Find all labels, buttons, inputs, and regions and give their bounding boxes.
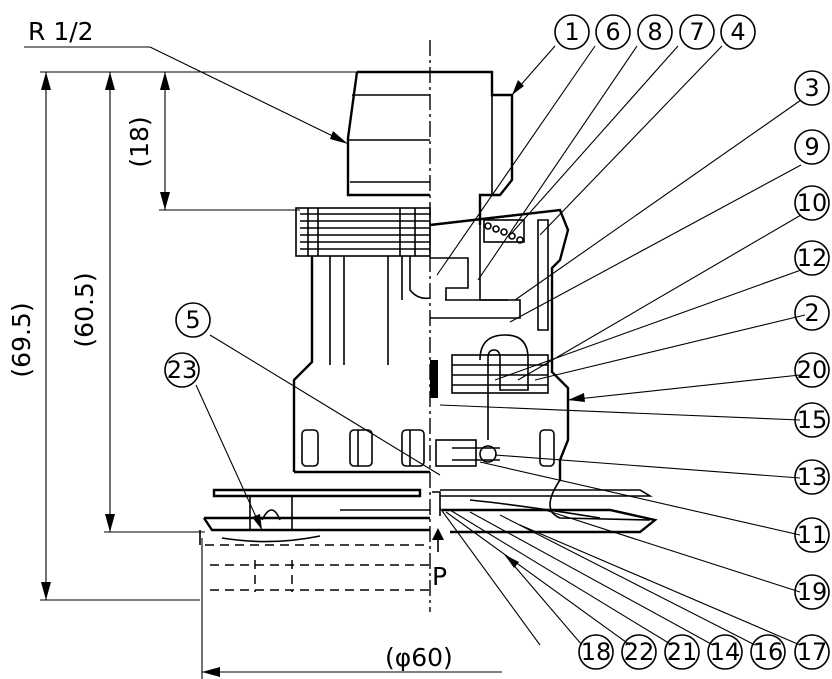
callout-21: 21 <box>664 634 700 670</box>
cover-plate: P <box>205 544 447 592</box>
callout-12: 12 <box>794 240 830 276</box>
section-body <box>429 208 570 480</box>
svg-text:16: 16 <box>753 638 784 666</box>
thread-label: R 1/2 <box>28 17 94 46</box>
svg-text:8: 8 <box>647 18 662 46</box>
svg-text:1: 1 <box>564 18 579 46</box>
nut-height-dimension: (18) <box>125 72 300 211</box>
svg-text:22: 22 <box>624 638 655 666</box>
svg-text:13: 13 <box>797 463 828 491</box>
callout-3: 3 <box>794 70 830 106</box>
thread-dimension: R 1/2 <box>24 17 348 144</box>
svg-text:21: 21 <box>667 638 698 666</box>
svg-text:15: 15 <box>797 406 828 434</box>
callout-10: 10 <box>794 185 830 221</box>
callout-13: 13 <box>794 459 830 495</box>
svg-text:2: 2 <box>804 299 819 327</box>
callout-20: 20 <box>794 352 830 388</box>
diameter-label: (φ60) <box>385 643 453 672</box>
svg-text:18: 18 <box>581 638 612 666</box>
callout-7: 7 <box>679 14 715 50</box>
callout-9: 9 <box>794 129 830 165</box>
svg-text:5: 5 <box>185 306 200 334</box>
point-label: P <box>432 562 447 591</box>
svg-text:7: 7 <box>689 18 704 46</box>
diameter-dimension: (φ60) <box>201 538 502 679</box>
callout-18: 18 <box>578 634 614 670</box>
svg-text:3: 3 <box>804 74 819 102</box>
svg-text:23: 23 <box>167 356 198 384</box>
svg-text:19: 19 <box>797 578 828 606</box>
nut-height-label: (18) <box>125 116 154 167</box>
callout-23: 23 <box>164 352 200 388</box>
main-body <box>292 256 431 474</box>
body-height-dimension: (60.5) <box>70 72 205 533</box>
top-adapter <box>346 70 514 225</box>
deflector-plates <box>199 479 658 552</box>
svg-text:14: 14 <box>710 638 741 666</box>
callout-22: 22 <box>621 634 657 670</box>
body-height-label: (60.5) <box>70 272 99 347</box>
knurled-ring <box>295 207 431 257</box>
svg-text:6: 6 <box>605 18 620 46</box>
callout-17: 17 <box>794 634 830 670</box>
callout-1: 1 <box>554 14 590 50</box>
leader-lines <box>195 45 806 646</box>
callout-5: 5 <box>175 302 211 338</box>
callouts: 1 6 8 7 4 3 9 10 <box>164 14 830 670</box>
svg-text:9: 9 <box>804 133 819 161</box>
callout-19: 19 <box>794 574 830 610</box>
callout-2: 2 <box>794 295 830 331</box>
callout-14: 14 <box>707 634 743 670</box>
callout-15: 15 <box>794 402 830 438</box>
callout-16: 16 <box>750 634 786 670</box>
callout-8: 8 <box>637 14 673 50</box>
callout-4: 4 <box>720 14 756 50</box>
svg-text:20: 20 <box>797 356 828 384</box>
svg-text:12: 12 <box>797 244 828 272</box>
svg-text:11: 11 <box>797 521 828 549</box>
callout-11: 11 <box>794 517 830 553</box>
svg-text:10: 10 <box>797 189 828 217</box>
overall-height-label: (69.5) <box>7 302 36 377</box>
svg-text:17: 17 <box>797 638 828 666</box>
overall-height-dimension: (69.5) <box>7 71 357 601</box>
callout-6: 6 <box>595 14 631 50</box>
svg-text:4: 4 <box>730 18 745 46</box>
